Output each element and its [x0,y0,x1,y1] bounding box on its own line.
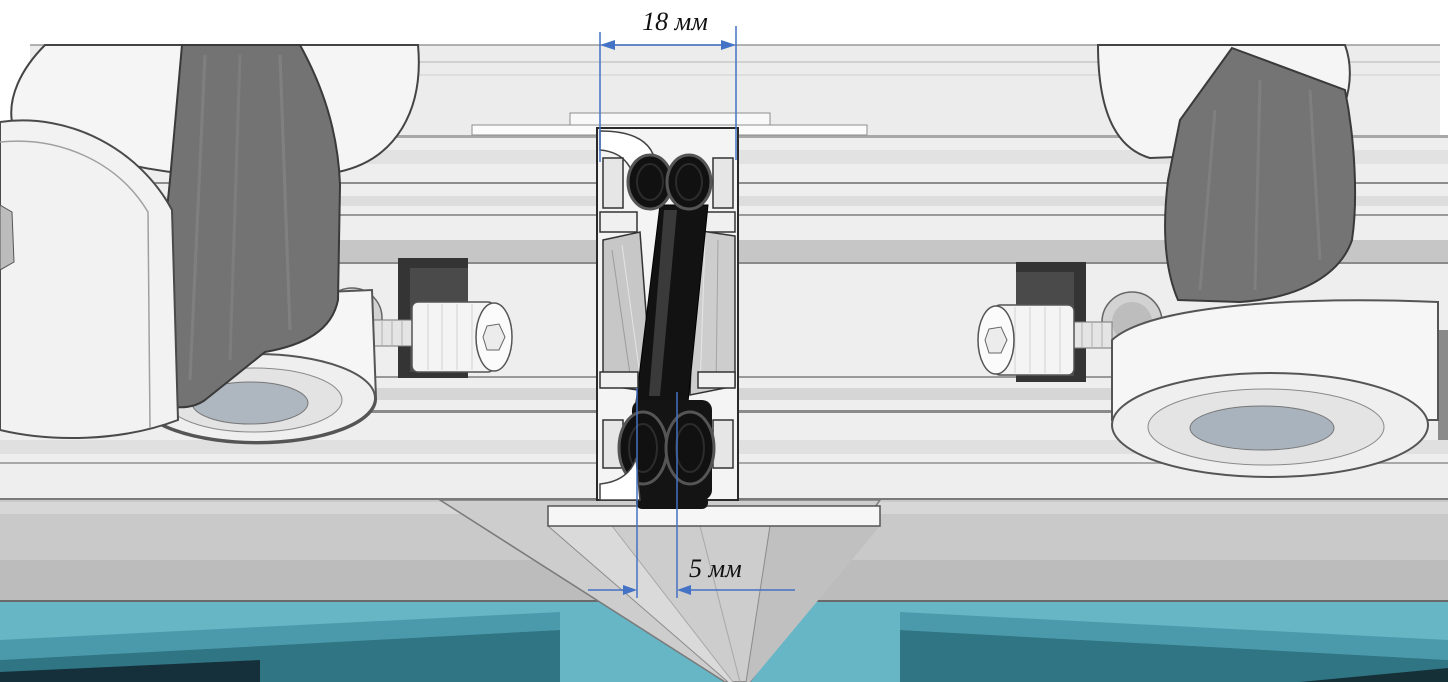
hex-socket-icon [984,326,1008,354]
left-front-roller [0,119,180,440]
lower-right-tooth-seat [712,419,734,469]
arrow-left-icon [600,40,615,50]
left-roller-assembly [0,44,420,445]
slot-width-label: 18 мм [642,7,708,36]
right-roller-assembly [1096,44,1448,478]
slot-width-dimension: 18 мм [599,7,737,162]
right-mounting-plate [1164,46,1357,304]
left-hex-nut [0,204,15,271]
belt-gap-label: 5 мм [689,554,742,583]
arrow-left-icon [677,585,691,595]
belt-gap-dimension: 5 мм [588,388,795,598]
upper-right-tooth-seat [712,157,734,209]
arrow-right-icon [623,585,637,595]
hex-socket-icon [482,323,506,351]
lower-profile-curve [599,457,641,501]
belt-upper-loop [626,153,713,211]
belt-clamp-channel [471,112,868,509]
right-socket-screw [977,304,1113,376]
arrow-right-icon [721,40,736,50]
clamp-base-plate [547,505,881,527]
left-socket-screw [361,301,513,373]
right-wheel-bearing [1189,405,1335,451]
belt-lower-loop [617,400,716,509]
lower-cover-funnel [437,499,882,682]
upper-left-tooth-seat [602,157,624,209]
